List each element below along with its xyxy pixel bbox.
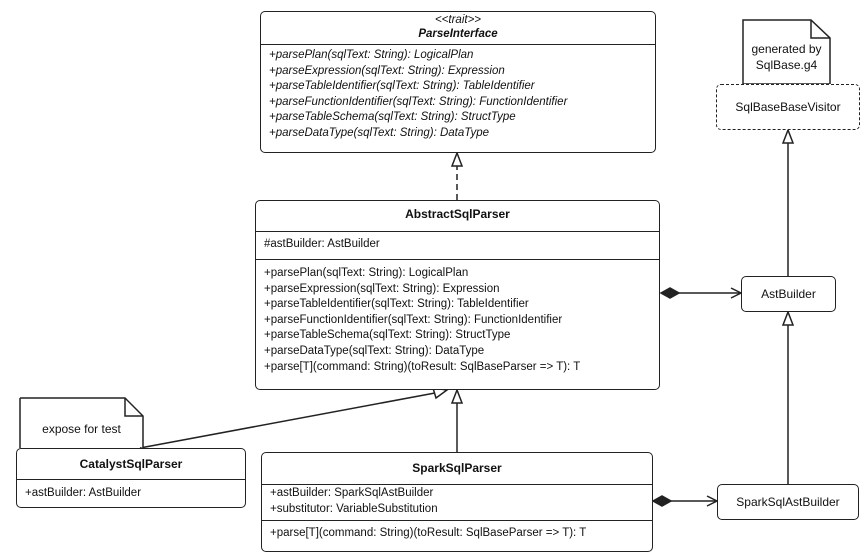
field: +astBuilder: AstBuilder bbox=[25, 487, 142, 499]
abstract-sql-parser-methods: +parsePlan(sqlText: String): LogicalPlan… bbox=[256, 259, 659, 378]
note-generated: generated by SqlBase.g4 bbox=[743, 41, 830, 73]
note-expose-fold bbox=[124, 398, 143, 417]
abstract-sql-parser-title: AbstractSqlParser bbox=[405, 207, 510, 221]
method: +parseTableSchema(sqlText: String): Stru… bbox=[269, 111, 516, 124]
method: +parsePlan(sqlText: String): LogicalPlan bbox=[269, 49, 474, 61]
parse-interface-title: ParseInterface bbox=[418, 28, 498, 40]
abstract-sql-parser-fields: #astBuilder: AstBuilder bbox=[256, 231, 659, 259]
method: +parsePlan(sqlText: String): LogicalPlan bbox=[264, 267, 469, 279]
spark-parser-generalization-arrowhead bbox=[450, 387, 464, 404]
method: +parse[T](command: String)(toResult: Sql… bbox=[270, 527, 587, 539]
note-generated-line-2: SqlBase.g4 bbox=[755, 58, 818, 72]
note-generated-shape bbox=[742, 19, 831, 85]
parse-interface-methods: +parsePlan(sqlText: String): LogicalPlan… bbox=[261, 44, 655, 145]
spark-sql-parser-class: SparkSqlParser +astBuilder: SparkSqlAstB… bbox=[261, 452, 653, 552]
astbuilder-generalization-arrowhead bbox=[781, 127, 795, 144]
note-expose-shape bbox=[19, 397, 144, 448]
note-generated-fold bbox=[810, 20, 830, 39]
parse-interface-class: <<trait>> ParseInterface +parsePlan(sqlT… bbox=[260, 11, 656, 153]
method: +parse[T](command: String)(toResult: Sql… bbox=[264, 360, 581, 373]
realization-arrowhead bbox=[450, 150, 464, 167]
spark-sql-parser-methods: +parse[T](command: String)(toResult: Sql… bbox=[262, 520, 652, 545]
note-generated-line-1: generated by bbox=[751, 42, 822, 56]
field: +substitutor: VariableSubstitution bbox=[270, 502, 438, 515]
parse-interface-stereotype: <<trait>> bbox=[434, 14, 482, 26]
method: +parseDataType(sqlText: String): DataTyp… bbox=[269, 126, 489, 139]
field: +astBuilder: SparkSqlAstBuilder bbox=[270, 487, 434, 499]
method: +parseDataType(sqlText: String): DataTyp… bbox=[264, 344, 485, 357]
note-expose-text: expose for test bbox=[42, 422, 121, 436]
method: +parseTableIdentifier(sqlText: String): … bbox=[264, 298, 529, 311]
spark-sql-parser-fields: +astBuilder: SparkSqlAstBuilder +substit… bbox=[262, 484, 652, 520]
method: +parseFunctionIdentifier(sqlText: String… bbox=[269, 95, 568, 108]
sql-base-base-visitor-title: SqlBaseBaseVisitor bbox=[735, 100, 841, 114]
catalyst-parser-generalization-line bbox=[139, 392, 436, 449]
ast-builder-class: AstBuilder bbox=[741, 276, 836, 312]
spark-astbuilder-generalization-arrowhead bbox=[781, 309, 795, 326]
sql-base-base-visitor-class: SqlBaseBaseVisitor bbox=[716, 84, 860, 130]
field: #astBuilder: AstBuilder bbox=[264, 238, 380, 250]
composition-diamond-astbuilder bbox=[659, 287, 681, 299]
catalyst-sql-parser-class: CatalystSqlParser +astBuilder: AstBuilde… bbox=[16, 448, 246, 508]
ast-builder-title: AstBuilder bbox=[761, 287, 816, 301]
spark-sql-ast-builder-title: SparkSqlAstBuilder bbox=[736, 495, 840, 509]
catalyst-sql-parser-title: CatalystSqlParser bbox=[79, 457, 183, 471]
method: +parseExpression(sqlText: String): Expre… bbox=[264, 282, 500, 295]
method: +parseFunctionIdentifier(sqlText: String… bbox=[264, 313, 563, 326]
note-expose: expose for test bbox=[20, 421, 143, 437]
method: +parseTableIdentifier(sqlText: String): … bbox=[269, 80, 535, 93]
method: +parseExpression(sqlText: String): Expre… bbox=[269, 64, 505, 77]
abstract-sql-parser-class: AbstractSqlParser #astBuilder: AstBuilde… bbox=[255, 200, 660, 390]
method: +parseTableSchema(sqlText: String): Stru… bbox=[264, 329, 511, 342]
spark-sql-ast-builder-class: SparkSqlAstBuilder bbox=[717, 484, 859, 520]
spark-sql-parser-title: SparkSqlParser bbox=[412, 461, 502, 475]
composition-diamond-spark-astbuilder bbox=[651, 495, 673, 507]
catalyst-sql-parser-fields: +astBuilder: AstBuilder bbox=[17, 479, 245, 505]
